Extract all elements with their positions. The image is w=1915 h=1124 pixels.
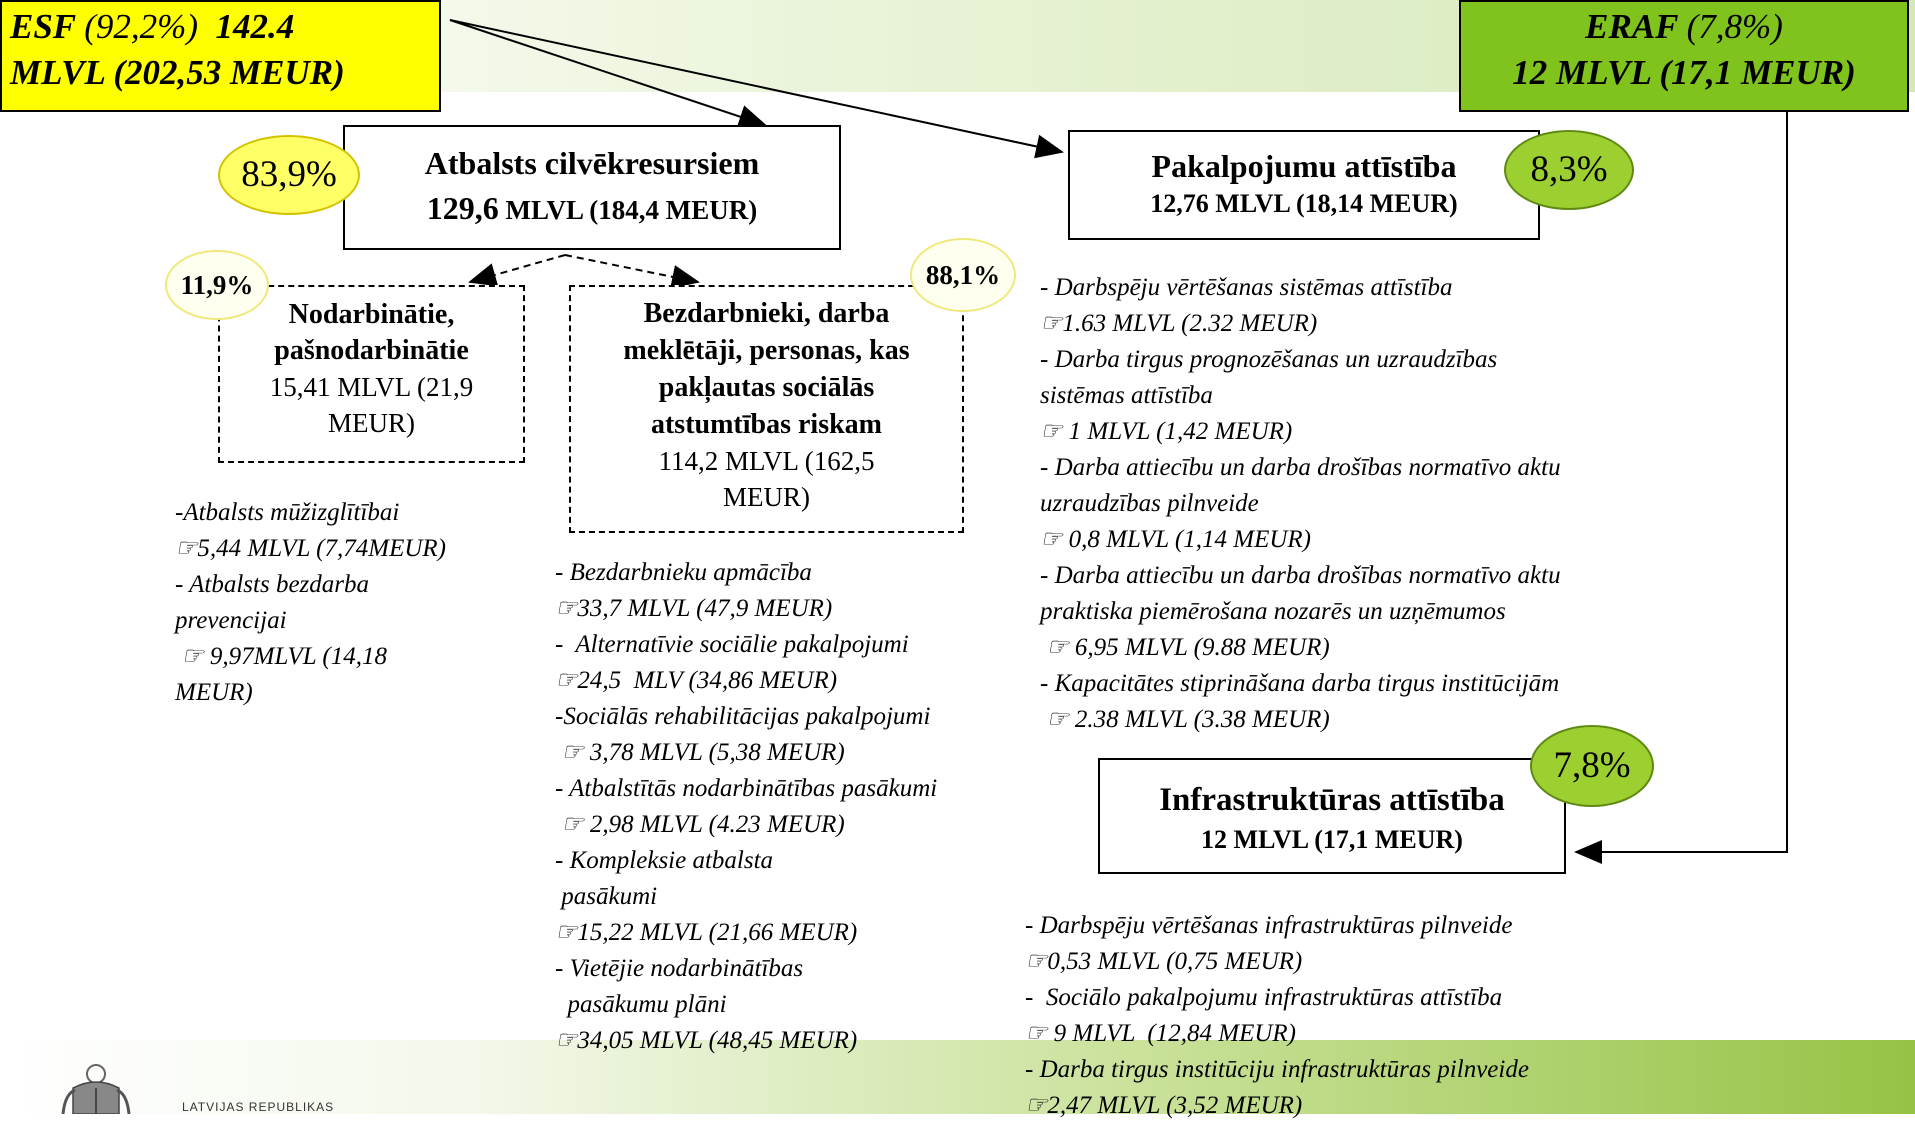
infra-title: Infrastruktūras attīstība: [1159, 782, 1505, 818]
esf-fund-box: ESF (92,2%) 142.4 MLVL (202,53 MEUR): [0, 0, 441, 112]
infra-amount: 12 MLVL (17,1 MEUR): [1201, 825, 1463, 854]
bottom-gradient-band: [0, 1040, 1915, 1114]
hr-amount-rest: MLVL (184,4 MEUR): [498, 195, 758, 225]
services-measures-list: - Darbspēju vērtēšanas sistēmas attīstīb…: [1040, 274, 1561, 733]
erf-name: ERAF: [1585, 7, 1678, 46]
hr-pct: 83,9%: [241, 154, 337, 195]
esf-pct: (92,2%): [84, 7, 198, 46]
erf-fund-box: ERAF (7,8%) 12 MLVL (17,1 MEUR): [1459, 0, 1909, 112]
infra-pct-oval: 7,8%: [1530, 725, 1654, 807]
employed-box: Nodarbinātie, pašnodarbinātie 15,41 MLVL…: [218, 285, 525, 463]
unemployed-measures-list: - Bezdarbnieku apmācība ☞33,7 MLVL (47,9…: [555, 559, 938, 1054]
services-box: Pakalpojumu attīstība 12,76 MLVL (18,14 …: [1068, 130, 1540, 240]
hr-title: Atbalsts cilvēkresursiem: [424, 145, 760, 181]
erf-line2: 12 MLVL (17,1 MEUR): [1512, 53, 1856, 92]
employed-measures-list: -Atbalsts mūžizglītībai ☞5,44 MLVL (7,74…: [175, 499, 447, 706]
unemployed-box: Bezdarbnieki, darba meklētāji, personas,…: [569, 285, 964, 533]
erf-pct: (7,8%): [1686, 7, 1783, 46]
employed-pct: 11,9%: [180, 270, 254, 300]
unemployed-pct: 88,1%: [925, 260, 1001, 290]
coat-of-arms-icon: [55, 1060, 137, 1115]
unemployed-title: Bezdarbnieki, darba meklētāji, personas,…: [623, 298, 910, 440]
arrow-hr-to-unemployed: [564, 254, 700, 289]
services-title: Pakalpojumu attīstība: [1151, 148, 1457, 184]
services-amount: 12,76 MLVL (18,14 MEUR): [1150, 189, 1458, 218]
esf-name: ESF: [10, 7, 76, 46]
esf-line2: MLVL (202,53 MEUR): [10, 53, 345, 92]
hr-box: Atbalsts cilvēkresursiem 129,6 MLVL (184…: [343, 125, 841, 250]
services-pct: 8,3%: [1530, 149, 1608, 190]
esf-amount: 142.4: [215, 7, 295, 46]
employed-amount: 15,41 MLVL (21,9 MEUR): [269, 372, 474, 438]
unemployed-amount: 114,2 MLVL (162,5 MEUR): [658, 446, 875, 512]
unemployed-pct-oval: 88,1%: [910, 238, 1016, 312]
employed-title: Nodarbinātie, pašnodarbinātie: [274, 299, 469, 366]
infra-measures-list: - Darbspēju vērtēšanas infrastruktūras p…: [1025, 912, 1529, 1119]
arrow-hr-to-employed: [468, 254, 566, 287]
hr-pct-oval: 83,9%: [218, 135, 360, 215]
infra-pct: 7,8%: [1553, 745, 1631, 786]
infra-box: Infrastruktūras attīstība 12 MLVL (17,1 …: [1098, 758, 1566, 874]
employed-pct-oval: 11,9%: [165, 250, 269, 320]
logo-text: LATVIJAS REPUBLIKAS: [182, 1100, 335, 1114]
hr-amount-bold: 129,6: [426, 190, 499, 226]
services-pct-oval: 8,3%: [1504, 130, 1634, 210]
